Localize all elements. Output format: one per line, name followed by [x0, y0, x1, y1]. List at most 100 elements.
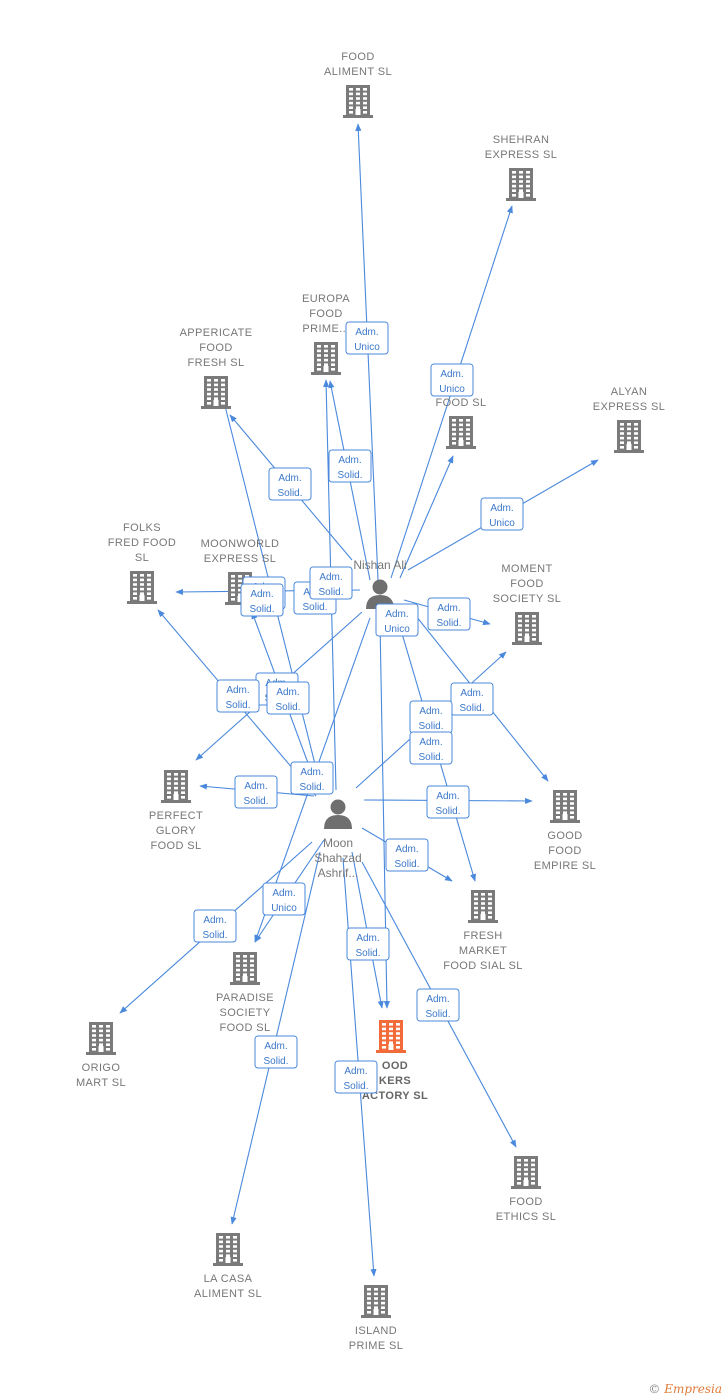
- role-badge[interactable]: Adm.Solid.: [216, 679, 260, 713]
- role-badge[interactable]: Adm.Solid.: [268, 467, 312, 501]
- building-icon[interactable]: [446, 416, 476, 449]
- company-label-origo[interactable]: ORIGO: [82, 1062, 121, 1074]
- building-icon[interactable]: [201, 376, 231, 409]
- company-label-appericate[interactable]: FOOD: [199, 342, 232, 354]
- role-badge[interactable]: Adm.Solid.: [266, 681, 310, 715]
- company-label-europa[interactable]: EUROPA: [302, 293, 350, 305]
- role-badge[interactable]: Adm.Solid.: [427, 597, 471, 631]
- company-label-appericate[interactable]: APPERICATE: [180, 327, 253, 339]
- company-label-fresh-market[interactable]: FRESH: [463, 930, 502, 942]
- role-badge[interactable]: Adm.Solid.: [385, 838, 429, 872]
- building-icon[interactable]: [506, 168, 536, 201]
- person-icon[interactable]: [324, 799, 352, 830]
- person-label-moon[interactable]: Ashrif...: [318, 866, 359, 880]
- role-badge[interactable]: Adm.Solid.: [346, 927, 390, 961]
- company-label-folks[interactable]: FOLKS: [123, 522, 161, 534]
- company-label-moment[interactable]: FOOD: [510, 578, 543, 590]
- role-badge[interactable]: Adm.Solid.: [426, 785, 470, 819]
- role-badge-text: Adm.: [490, 503, 513, 514]
- building-icon[interactable]: [161, 770, 191, 803]
- role-badge[interactable]: Adm.Solid.: [254, 1035, 298, 1069]
- role-badge[interactable]: Adm.Solid.: [290, 761, 334, 795]
- company-label-perfect[interactable]: PERFECT: [149, 810, 203, 822]
- company-label-good-food[interactable]: GOOD: [547, 830, 582, 842]
- company-label-alyan[interactable]: EXPRESS SL: [593, 401, 665, 413]
- company-label-fresh-market[interactable]: FOOD SIAL SL: [443, 960, 523, 972]
- role-badge[interactable]: Adm.Solid.: [409, 700, 453, 734]
- building-icon[interactable]: [230, 952, 260, 985]
- role-badge[interactable]: Adm.Unico: [480, 497, 524, 531]
- company-label-moonworld[interactable]: MOONWORLD: [201, 538, 280, 550]
- company-label-fresh-market[interactable]: MARKET: [459, 945, 507, 957]
- company-label-paradise[interactable]: SOCIETY: [219, 1007, 270, 1019]
- role-badge-text: Adm.: [272, 888, 295, 899]
- company-label-la-casa[interactable]: ALIMENT SL: [194, 1288, 262, 1300]
- building-icon[interactable]: [511, 1156, 541, 1189]
- company-label-shehran[interactable]: SHEHRAN: [493, 134, 550, 146]
- building-icon[interactable]: [343, 85, 373, 118]
- company-label-folks[interactable]: SL: [135, 552, 149, 564]
- company-label-ar-food[interactable]: FOOD SL: [435, 397, 486, 409]
- company-label-paradise[interactable]: PARADISE: [216, 992, 274, 1004]
- role-badge[interactable]: Adm.Solid.: [193, 909, 237, 943]
- company-label-moonworld[interactable]: EXPRESS SL: [204, 553, 276, 565]
- company-label-good-food[interactable]: EMPIRE SL: [534, 860, 596, 872]
- role-badge[interactable]: Adm. Unico: [262, 882, 306, 916]
- role-badge-text: Adm.: [250, 589, 273, 600]
- role-badge[interactable]: Adm.Solid.: [309, 566, 353, 600]
- building-icon[interactable]: [213, 1233, 243, 1266]
- company-label-focus[interactable]: ACTORY SL: [362, 1090, 428, 1102]
- company-label-perfect[interactable]: FOOD SL: [150, 840, 201, 852]
- company-label-island[interactable]: ISLAND: [355, 1325, 397, 1337]
- company-label-europa[interactable]: PRIME...: [302, 323, 349, 335]
- role-badge[interactable]: Adm.Unico: [430, 363, 474, 397]
- building-icon[interactable]: [550, 790, 580, 823]
- company-label-alyan[interactable]: ALYAN: [611, 386, 647, 398]
- role-badge-text: Solid.: [425, 1009, 450, 1020]
- role-badge[interactable]: Adm.Unico: [375, 603, 419, 637]
- company-label-europa[interactable]: FOOD: [309, 308, 342, 320]
- company-label-food-aliment[interactable]: ALIMENT SL: [324, 66, 392, 78]
- role-badge[interactable]: Adm.Solid.: [416, 988, 460, 1022]
- company-label-food-ethics[interactable]: ETHICS SL: [496, 1211, 556, 1223]
- role-badge[interactable]: Adm.Solid.: [450, 682, 494, 716]
- building-icon[interactable]: [468, 890, 498, 923]
- building-icon[interactable]: [311, 342, 341, 375]
- company-label-food-ethics[interactable]: FOOD: [509, 1196, 542, 1208]
- company-label-paradise[interactable]: FOOD SL: [219, 1022, 270, 1034]
- person-label-moon[interactable]: Moon: [323, 836, 353, 850]
- company-label-moment[interactable]: MOMENT: [501, 563, 552, 575]
- company-label-shehran[interactable]: EXPRESS SL: [485, 149, 557, 161]
- company-label-focus[interactable]: KERS: [379, 1075, 411, 1087]
- role-badge[interactable]: Adm.Solid.: [240, 583, 284, 617]
- role-badge-text: Adm.: [395, 844, 418, 855]
- role-badge-text: Solid.: [418, 721, 443, 732]
- building-icon[interactable]: [614, 420, 644, 453]
- role-badge-text: Adm.: [344, 1066, 367, 1077]
- company-label-good-food[interactable]: FOOD: [548, 845, 581, 857]
- building-icon[interactable]: [512, 612, 542, 645]
- person-label-nishan[interactable]: Nishan Ali: [353, 558, 406, 572]
- building-icon[interactable]: [361, 1285, 391, 1318]
- company-label-origo[interactable]: MART SL: [76, 1077, 126, 1089]
- role-badge[interactable]: Adm.Solid.: [328, 449, 372, 483]
- role-badge[interactable]: Adm.Solid.: [409, 731, 453, 765]
- company-label-folks[interactable]: FRED FOOD: [108, 537, 176, 549]
- company-label-perfect[interactable]: GLORY: [156, 825, 197, 837]
- role-badge[interactable]: Adm.Solid.: [234, 775, 278, 809]
- company-label-focus[interactable]: OOD: [382, 1060, 408, 1072]
- role-badge-text: Unico: [271, 903, 297, 914]
- company-label-food-aliment[interactable]: FOOD: [341, 51, 374, 63]
- role-badge[interactable]: Adm.Solid.: [334, 1060, 378, 1094]
- brand-logo-text[interactable]: Empresia: [664, 1382, 722, 1396]
- company-label-appericate[interactable]: FRESH SL: [188, 357, 245, 369]
- building-icon[interactable]: [86, 1022, 116, 1055]
- role-badge[interactable]: Adm.Unico: [345, 321, 389, 355]
- company-label-moment[interactable]: SOCIETY SL: [493, 593, 562, 605]
- company-label-island[interactable]: PRIME SL: [349, 1340, 404, 1352]
- company-label-la-casa[interactable]: LA CASA: [204, 1273, 253, 1285]
- building-icon[interactable]: [127, 571, 157, 604]
- building-icon[interactable]: [376, 1020, 406, 1053]
- person-label-moon[interactable]: Shahzad: [314, 851, 361, 865]
